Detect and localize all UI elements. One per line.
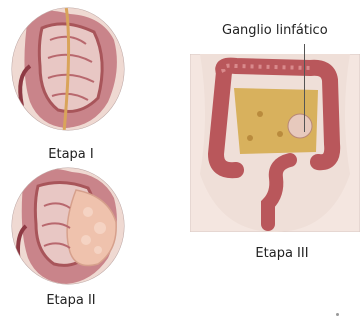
stage-3-caption: Etapa III [247,246,317,261]
lymph-node-callout: Ganglio linfático [222,23,328,38]
corner-dot [336,313,339,316]
callout-leader-line [304,44,305,132]
stage-3-illustration [190,54,360,232]
stage-1-illustration [10,6,126,132]
stage-2-illustration [10,166,126,286]
stage-2-caption: Etapa II [40,293,102,308]
stage-1-caption: Etapa I [40,147,102,162]
